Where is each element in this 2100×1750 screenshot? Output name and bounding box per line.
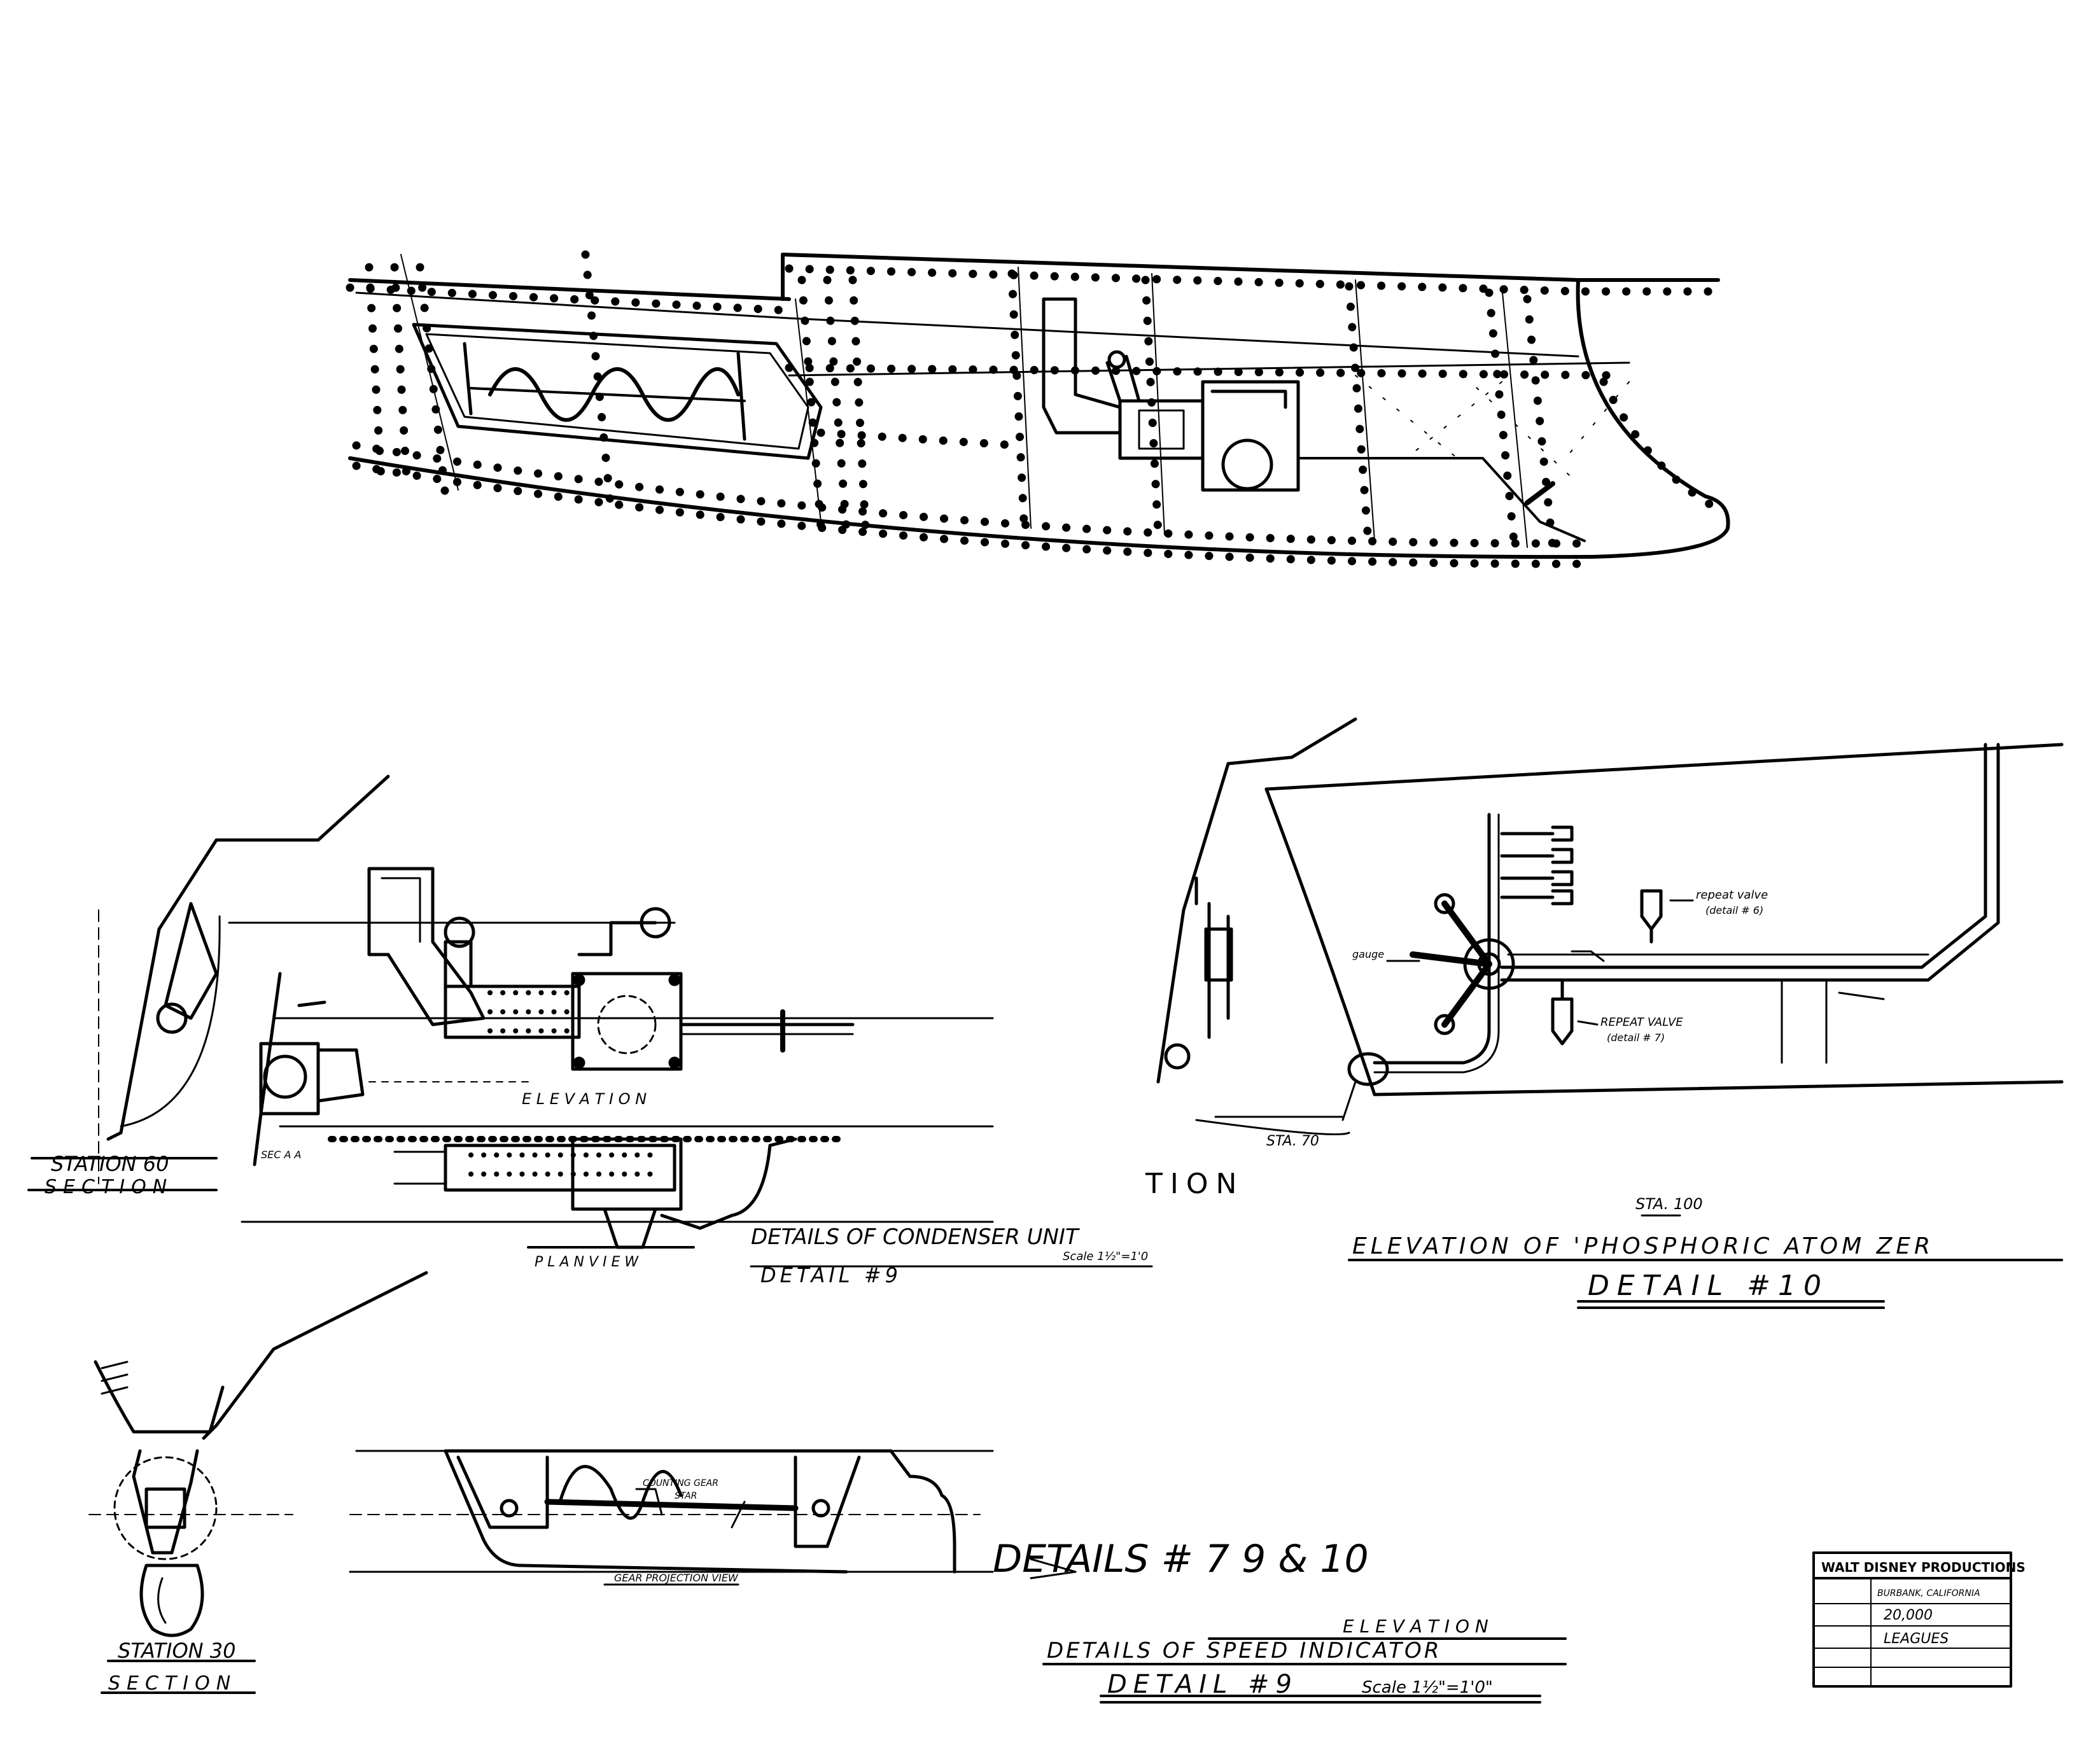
- label-tion-fragment: TION: [1145, 1168, 1244, 1200]
- title-block-row1: BURBANK, CALIFORNIA: [1877, 1588, 1980, 1599]
- label-repeat-valve-upper: repeat valve: [1696, 888, 1768, 902]
- label-atomizer-detail: DETAIL #10: [1588, 1270, 1829, 1302]
- label-sec-aa: SEC A A: [261, 1149, 302, 1161]
- condenser-detail: [27, 774, 1153, 1268]
- station-30-section: [88, 1271, 428, 1694]
- label-plan-view: P L A N V I E W: [535, 1254, 639, 1270]
- label-station-60-section: SECTION: [45, 1176, 173, 1198]
- label-station-70: STA. 70: [1266, 1133, 1319, 1149]
- label-station-30: STATION 30: [118, 1639, 235, 1663]
- label-condenser-detail: DETAIL #9: [760, 1263, 902, 1287]
- text-labels: E L E V A T I O N P L A N V I E W DETAIL…: [45, 888, 2026, 1699]
- hull-rivets: [346, 250, 1723, 568]
- label-speed-title: DETAILS OF SPEED INDICATOR: [1047, 1638, 1441, 1663]
- label-station-30-section: SECTION: [108, 1672, 237, 1695]
- label-repeat-valve-lower-sub: (detail # 7): [1607, 1032, 1665, 1044]
- label-condenser-scale: Scale 1½"=1'0: [1063, 1250, 1148, 1263]
- label-atomizer-title: ELEVATION OF 'PHOSPHORIC ATOM ZER: [1352, 1233, 1934, 1259]
- label-repeat-valve-upper-sub: (detail # 6): [1705, 904, 1763, 916]
- label-speed-elevation: E L E V A T I O N: [1343, 1616, 1488, 1637]
- label-condenser-elevation: E L E V A T I O N: [522, 1090, 647, 1108]
- label-speed-gear-sub: STAR: [675, 1491, 697, 1501]
- label-details-banner: DETAILS # 7 9 & 10: [993, 1537, 1369, 1581]
- screw-conveyor: [412, 323, 823, 460]
- hull-condenser: [1042, 297, 1586, 542]
- title-block-row3: LEAGUES: [1884, 1631, 1949, 1647]
- label-speed-scale: Scale 1½"=1'0": [1362, 1678, 1493, 1697]
- label-repeat-valve-lower: REPEAT VALVE: [1600, 1016, 1683, 1029]
- title-block-row2: 20,000: [1884, 1607, 1933, 1623]
- speed-indicator-detail: [349, 1449, 1567, 1704]
- label-atomizer-side: gauge: [1352, 948, 1384, 960]
- label-speed-gear: COUNTING GEAR: [643, 1478, 718, 1488]
- label-sta-100: STA. 100: [1635, 1195, 1703, 1213]
- label-speed-detail: DETAIL #9: [1107, 1670, 1298, 1699]
- atomizer-detail: [1156, 717, 2064, 1309]
- label-station-60: STATION 60: [51, 1152, 169, 1176]
- label-speed-gear-projection: GEAR PROJECTION VIEW: [614, 1572, 739, 1584]
- title-block-studio: WALT DISNEY PRODUCTIONS: [1821, 1560, 2026, 1575]
- title-block: [1812, 1551, 2012, 1688]
- label-condenser-title: DETAILS OF CONDENSER UNIT: [751, 1224, 1080, 1250]
